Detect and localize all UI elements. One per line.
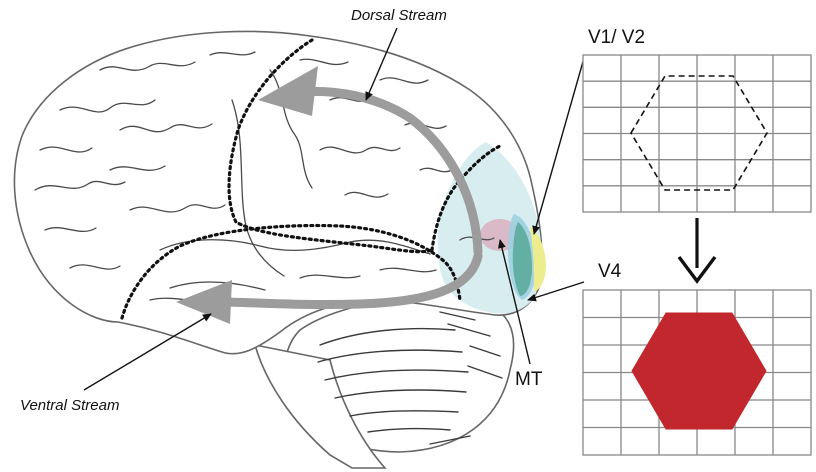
filled-hexagon	[631, 312, 767, 430]
v1-area	[530, 226, 546, 292]
ventral-label-group: Ventral Stream	[20, 313, 212, 414]
dorsal-stream-label: Dorsal Stream	[351, 7, 447, 24]
v1v2-label: V1/ V2	[588, 27, 645, 48]
cerebellum-folia	[317, 311, 503, 445]
ventral-pointer	[83, 313, 212, 391]
panel-v1v2-grid	[582, 54, 812, 213]
dorsal-pointer	[365, 27, 398, 101]
v1v2-pointer	[532, 57, 585, 235]
v4-label-group: V4	[527, 261, 622, 302]
temporal-boundary	[120, 223, 462, 320]
brainstem	[253, 343, 387, 469]
mt-label: MT	[515, 369, 543, 390]
brain-illustration	[13, 30, 546, 469]
dorsal-label-group: Dorsal Stream	[351, 7, 447, 101]
v4-pointer	[527, 281, 585, 302]
parietal-boundary	[227, 38, 434, 254]
v4-area	[512, 222, 532, 296]
mt-pointer	[497, 239, 531, 365]
dorsal-stream-arrow	[258, 66, 483, 257]
grid-lines-top	[583, 55, 811, 212]
mt-label-group: MT	[497, 239, 543, 390]
v4-label: V4	[598, 261, 622, 282]
panel-v4-grid	[582, 289, 812, 456]
ventral-stream-label: Ventral Stream	[20, 397, 120, 414]
v1v2-label-group: V1/ V2	[532, 27, 645, 235]
down-arrow	[677, 218, 717, 284]
ventral-stream-arrow	[176, 251, 483, 324]
dashed-hexagon	[630, 75, 768, 191]
